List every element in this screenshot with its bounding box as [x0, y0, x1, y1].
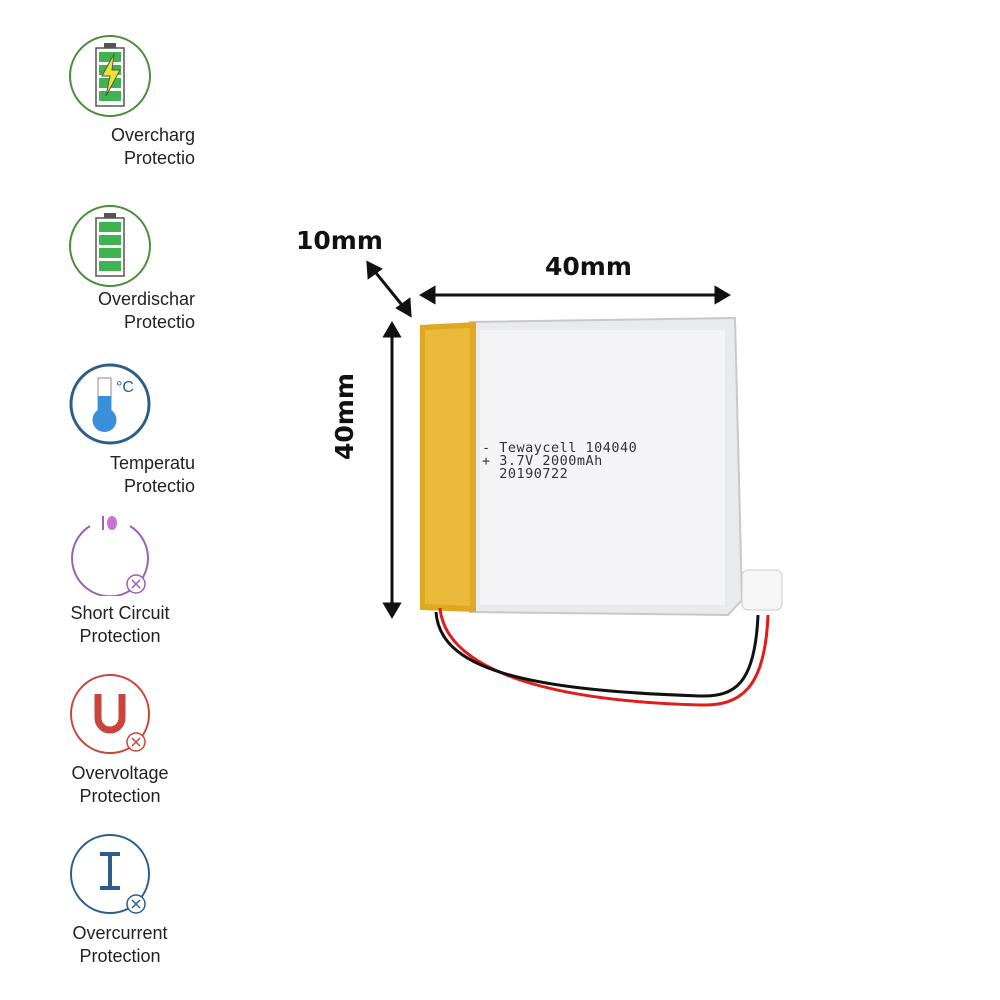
- black-wire: [434, 611, 760, 698]
- feature-label: Protection: [79, 946, 161, 966]
- label-line: + 3.7V 2000mAh: [482, 453, 603, 469]
- label-line: 20190722: [482, 466, 569, 482]
- feature-label: Temperatu: [109, 453, 195, 473]
- feature-label: Overcharg: [110, 125, 195, 145]
- connector: [741, 569, 783, 611]
- thermometer-icon: °C: [69, 363, 151, 445]
- overvoltage-icon: [70, 674, 150, 754]
- overcurrent-icon: [70, 834, 150, 914]
- battery-label-text: - Tewaycell 104040+ 3.7V 2000mAh 2019072…: [482, 440, 638, 482]
- width-label: 40mm: [545, 252, 632, 281]
- height-label: 40mm: [330, 373, 359, 460]
- thickness-label: 10mm: [296, 226, 383, 255]
- label-line: - Tewaycell 104040: [482, 440, 638, 456]
- feature-label: Overcurrent: [72, 923, 168, 943]
- feature-label: Protection: [79, 786, 161, 806]
- battery-charging-icon: [69, 35, 151, 117]
- feature-label: Overvoltage: [71, 763, 169, 783]
- feature-label: Overdischar: [97, 289, 195, 309]
- short-circuit-icon: [71, 516, 149, 596]
- svg-text:°C: °C: [116, 379, 134, 396]
- battery-full-icon: [69, 205, 151, 287]
- feature-label: Protectio: [123, 476, 195, 496]
- dimension-arrows: [366, 260, 731, 619]
- feature-label: Protection: [79, 626, 161, 646]
- feature-label: Protectio: [123, 312, 195, 332]
- red-wire: [438, 607, 770, 707]
- feature-label: Short Circuit: [70, 603, 170, 623]
- feature-label: Protectio: [123, 148, 195, 168]
